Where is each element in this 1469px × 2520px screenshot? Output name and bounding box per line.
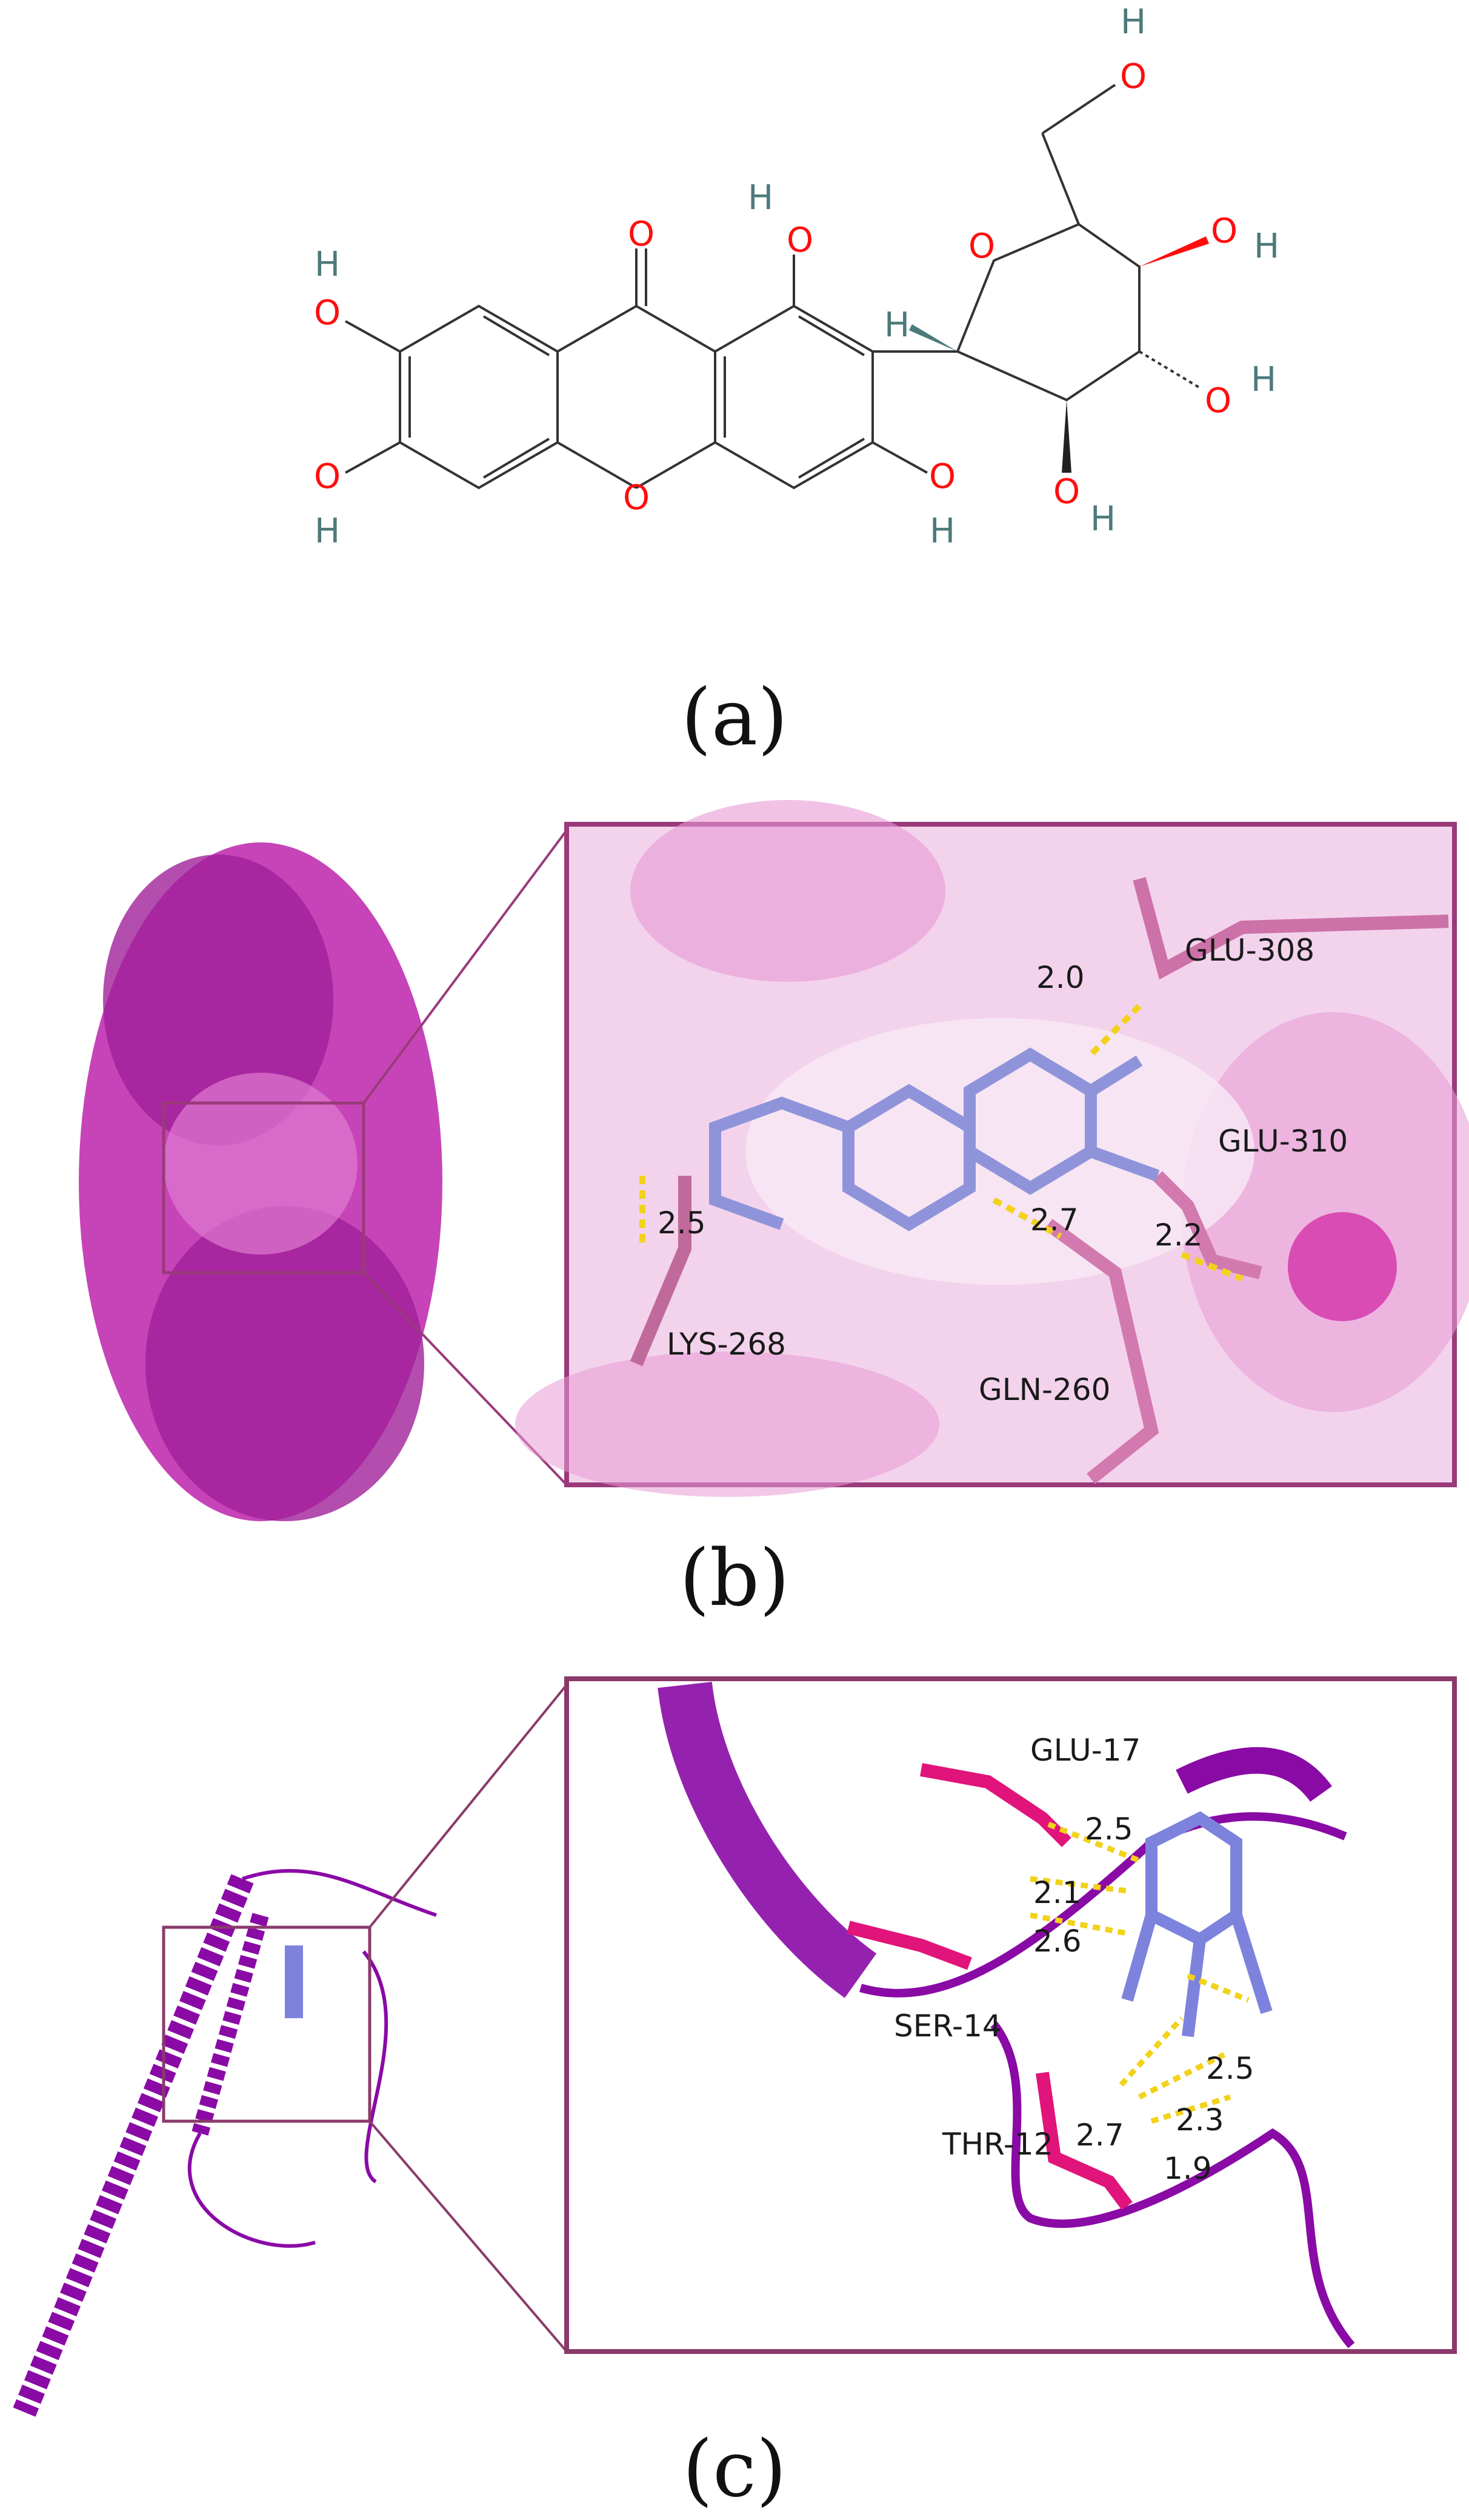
hydroxyl-oxygen: O: [1120, 57, 1147, 96]
sugar-ring: [909, 84, 1209, 473]
hydroxyl-hydrogen: H: [1251, 360, 1276, 399]
distance-label: 2.5: [1085, 1812, 1133, 1847]
hydrogen-bonds: [1030, 1821, 1250, 2124]
hydroxyl-hydrogen: H: [315, 512, 340, 551]
chemical-structure: O O O O H O H O H O H O H O H O H O H H: [314, 2, 1279, 551]
residue-label: LYS-268: [667, 1327, 786, 1362]
panel-b-figure: GLU-308 GLU-310 LYS-268 GLN-260 2.0 2.2 …: [79, 800, 1469, 1521]
distance-label: 2.5: [1206, 2051, 1254, 2086]
residue-label: THR-12: [942, 2127, 1053, 2162]
zoom-inset: [515, 800, 1469, 1497]
residue-label: SER-14: [894, 2008, 1002, 2044]
distance-label: 2.3: [1176, 2102, 1224, 2138]
hydroxyl-hydrogen: H: [748, 178, 773, 218]
protein-overview: [13, 1868, 437, 2417]
hydroxyl-hydrogen: H: [1254, 227, 1279, 266]
zoom-inset: [564, 1676, 1457, 2354]
hydroxyl-oxygen: O: [314, 457, 341, 496]
distance-label: 2.1: [1033, 1875, 1082, 1910]
residue-label: GLN-260: [979, 1372, 1110, 1407]
distance-label: 2.7: [1076, 2118, 1124, 2153]
protein-overview: [79, 842, 442, 1521]
panel-b: GLU-308 GLU-310 LYS-268 GLN-260 2.0 2.2 …: [0, 788, 1469, 1636]
residue-label: GLU-308: [1185, 933, 1314, 968]
hydroxyl-oxygen: O: [1053, 472, 1080, 512]
zoom-box: [162, 1101, 365, 1275]
distance-label: 2.7: [1030, 1202, 1079, 1238]
ring-b: [557, 248, 716, 489]
caption-a: (a): [681, 673, 788, 763]
panel-c: GLU-17 SER-14 THR-12 2.5 2.1 2.6 2.5 2.7…: [0, 1661, 1469, 2520]
residue-label: GLU-17: [1030, 1733, 1141, 1768]
hydroxyl-hydrogen: H: [930, 512, 955, 551]
sugar-oxygen: O: [968, 227, 995, 266]
hydroxyl-oxygen: O: [1205, 381, 1231, 421]
distance-label: 2.6: [1033, 1924, 1082, 1959]
distance-label: 1.9: [1164, 2151, 1212, 2186]
ring-a: [399, 304, 559, 490]
distance-label: 2.2: [1154, 1218, 1203, 1253]
stereo-hydrogen: H: [884, 305, 910, 345]
hydroxyl-oxygen: O: [929, 457, 956, 496]
ligand: [709, 1047, 1160, 1232]
ring-c: [714, 304, 874, 490]
distance-label: 2.0: [1036, 960, 1085, 995]
hydroxyl-oxygen: O: [1211, 212, 1237, 251]
panel-a: O O O O H O H O H O H O H O H O H O H H …: [0, 0, 1469, 763]
caption-c: (c): [682, 2424, 787, 2515]
zoom-box: [162, 1925, 371, 2123]
caption-b: (b): [679, 1533, 790, 1624]
distance-label: 2.5: [658, 1205, 706, 1241]
panel-c-figure: GLU-17 SER-14 THR-12 2.5 2.1 2.6 2.5 2.7…: [13, 1676, 1457, 2417]
ring-oxygen: O: [623, 478, 650, 518]
carbonyl-oxygen: O: [628, 215, 655, 254]
residue-label: GLU-310: [1218, 1124, 1348, 1159]
hydroxyl-hydrogen: H: [1121, 2, 1146, 42]
ligand: [1121, 1811, 1273, 2038]
hydroxyl-hydrogen: H: [1090, 499, 1116, 539]
hydroxyl-hydrogen: H: [315, 245, 340, 284]
hydroxyl-oxygen: O: [787, 221, 813, 260]
hydroxyl-oxygen: O: [314, 293, 341, 333]
hydrogen-bonds: [639, 1004, 1244, 1282]
